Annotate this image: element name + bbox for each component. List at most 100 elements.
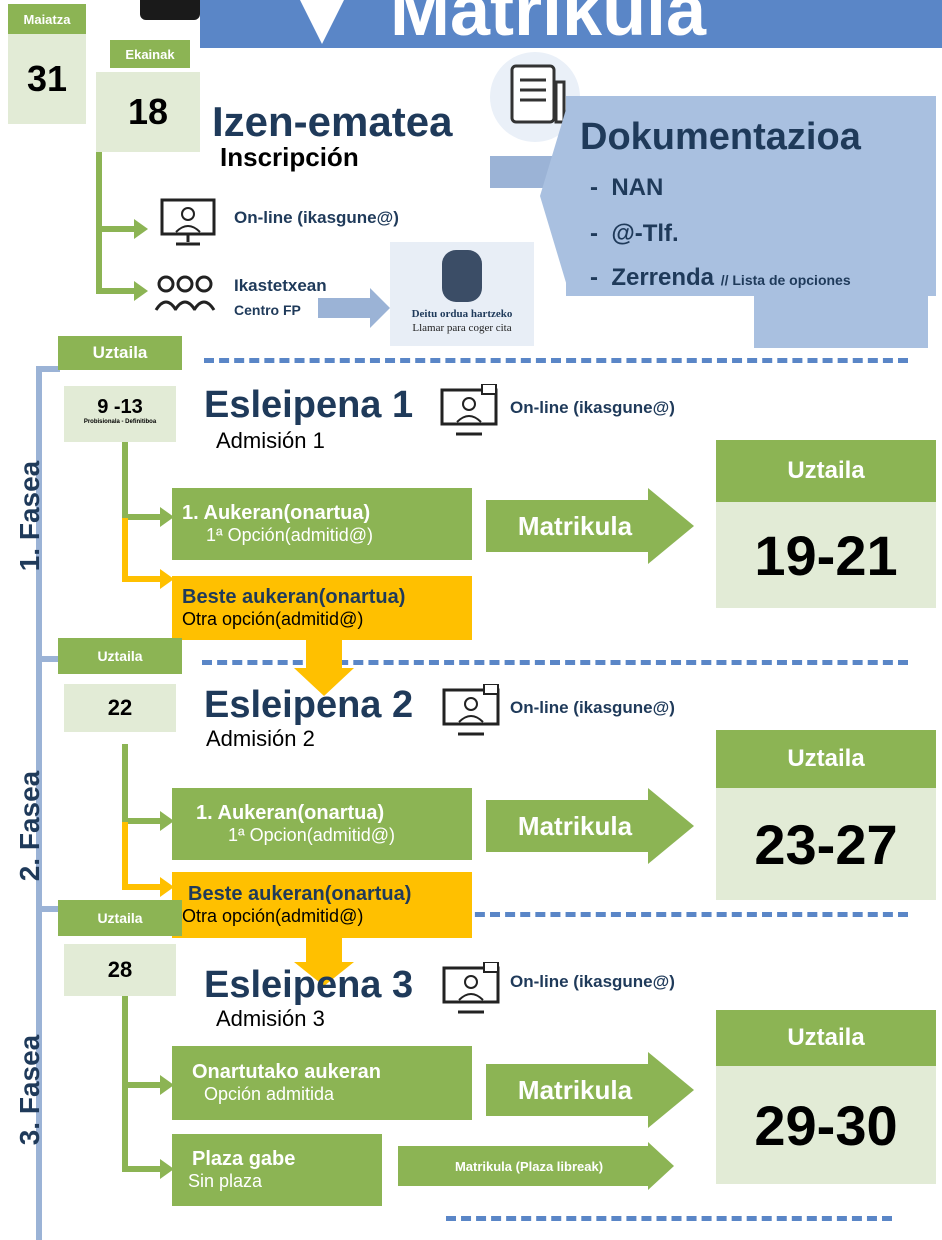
phase2-matrikula-head-icon xyxy=(648,788,694,864)
phase2-label: 2. Fasea xyxy=(14,770,45,882)
phase3-opt2-l2: Sin plaza xyxy=(188,1171,263,1191)
header-logo xyxy=(140,0,200,20)
call-line2: Llamar para coger cita xyxy=(412,322,512,334)
phase1-subtitle: Admisión 1 xyxy=(216,428,325,453)
centro-arrow-head-icon xyxy=(370,288,390,328)
docs-item-3-text: Zerrenda xyxy=(611,264,715,291)
ekainak-day: 18 xyxy=(96,72,200,152)
phase2-option2: Beste aukeran(onartua) Otra opción(admit… xyxy=(172,872,472,938)
phase1-tree-vertical-orange xyxy=(122,518,128,580)
phase2-subtitle: Admisión 2 xyxy=(206,726,315,751)
phase3-opt1-l1: Onartutako aukeran xyxy=(192,1061,381,1083)
phase1-days-note: Probisionala - Definitiboa xyxy=(83,419,157,425)
phase1-arrow1-icon xyxy=(160,507,174,527)
phase1-matrikula-arrow xyxy=(486,500,650,552)
phase1-matrikula-head-icon xyxy=(648,488,694,564)
phase3-matrikula2-arrow xyxy=(398,1146,650,1186)
phase1-tree-branch1 xyxy=(122,514,162,520)
phase3-arrow1-icon xyxy=(160,1075,174,1095)
phase3-subtitle: Admisión 3 xyxy=(216,1006,325,1031)
phase3-title: Esleipena 3 xyxy=(204,964,414,1006)
phase2-matrikula-arrow xyxy=(486,800,650,852)
docs-item-1-text: NAN xyxy=(611,174,664,201)
phase2-days: 22 xyxy=(64,684,176,732)
docs-title: Dokumentazioa xyxy=(580,116,861,158)
phase3-online: On-line (ikasgune@) xyxy=(510,972,675,991)
phase1-matrikula: Matrikula xyxy=(517,510,633,541)
phase1-title: Esleipena 1 xyxy=(204,384,414,426)
docs-item-1: - NAN xyxy=(590,174,664,201)
phase2-down-arrow-head-icon xyxy=(294,962,354,986)
phase1-days: 9 -13 xyxy=(97,396,143,418)
phase2-down-arrow-stem xyxy=(306,938,342,964)
separator-2 xyxy=(202,660,908,665)
docs-item-2: - @-Tlf. xyxy=(590,220,679,247)
phase1-computer-icon xyxy=(438,383,500,445)
phase3-matrikula2-head-icon xyxy=(648,1142,674,1190)
phase2-arrow2-icon xyxy=(160,877,174,897)
headset-icon xyxy=(442,250,482,302)
phase2-online: On-line (ikasgune@) xyxy=(510,698,675,717)
phase3-month: Uztaila xyxy=(58,900,182,936)
header-chevron-icon xyxy=(300,0,344,44)
phase3-days: 28 xyxy=(64,944,176,996)
ekainak-label: Ekainak xyxy=(110,40,190,68)
phase2-tree-branch1 xyxy=(122,818,162,824)
phase2-tree-branch2 xyxy=(122,884,162,890)
centro-arrow xyxy=(318,298,372,318)
phase1-result-month: Uztaila xyxy=(716,440,936,502)
docs-down-arrow xyxy=(754,296,928,348)
phase1-result-days: 19-21 xyxy=(716,502,936,608)
docs-item-3: - Zerrenda // Lista de opciones xyxy=(590,264,851,291)
phase3-matrikula-head-icon xyxy=(648,1052,694,1128)
phase3-bracket-top xyxy=(36,906,60,912)
separator-3 xyxy=(218,912,908,917)
docs-box-point xyxy=(540,96,570,296)
phase1-online: On-line (ikasgune@) xyxy=(510,398,675,417)
phase3-result-days: 29-30 xyxy=(716,1066,936,1184)
header-title: Matrikula xyxy=(390,0,707,51)
phase3-tree-branch1 xyxy=(122,1082,162,1088)
people-icon xyxy=(152,268,218,319)
separator-1 xyxy=(204,358,908,363)
izen-arrow2-icon xyxy=(134,281,148,301)
phase2-opt1-l1: 1. Aukeran(onartua) xyxy=(196,802,385,824)
phase1-down-arrow-stem xyxy=(306,640,342,670)
phase3-computer-icon xyxy=(440,961,502,1023)
phase2-tree-vertical xyxy=(122,744,128,822)
phase1-opt1-l2: 1ª Opción(admitid@) xyxy=(206,525,373,545)
phase3-result-month: Uztaila xyxy=(716,1010,936,1066)
phase2-arrow1-icon xyxy=(160,811,174,831)
phase3-arrow2-icon xyxy=(160,1159,174,1179)
phase2-result-days: 23-27 xyxy=(716,788,936,900)
izen-online: On-line (ikasgune@) xyxy=(234,208,399,227)
phase-bracket-line xyxy=(36,366,42,1240)
phase2-computer-icon xyxy=(440,683,502,745)
phase1-tree-branch2 xyxy=(122,576,162,582)
maiatza-day: 31 xyxy=(8,34,86,124)
maiatza-label: Maiatza xyxy=(8,4,86,34)
call-line1: Deitu ordua hartzeko xyxy=(411,308,513,320)
izen-ikastetxe: Ikastetxean xyxy=(234,276,327,295)
phase2-tree-vertical-orange xyxy=(122,822,128,888)
phase1-down-arrow-head-icon xyxy=(294,668,354,696)
izen-centro: Centro FP xyxy=(234,302,301,318)
phase2-month: Uztaila xyxy=(58,638,182,674)
phase1-opt2-l1: Beste aukeran(onartua) xyxy=(182,586,406,608)
phase3-matrikula-arrow xyxy=(486,1064,650,1116)
phase1-option1: 1. Aukeran(onartua) 1ª Opción(admitid@) xyxy=(172,488,472,560)
phase2-result-month: Uztaila xyxy=(716,730,936,788)
computer-icon xyxy=(158,196,218,256)
izen-tree-branch1 xyxy=(96,226,136,232)
phase1-opt1-l1: 1. Aukeran(onartua) xyxy=(182,502,371,524)
izen-arrow1-icon xyxy=(134,219,148,239)
phase3-label: 3. Fasea xyxy=(14,1034,45,1146)
separator-4 xyxy=(446,1216,892,1221)
phase1-label: 1. Fasea xyxy=(14,460,45,572)
izen-title: Izen-ematea xyxy=(212,98,453,145)
docs-item-2-text: @-Tlf. xyxy=(611,220,679,247)
phase3-tree-branch2 xyxy=(122,1166,162,1172)
phase2-opt2-l2: Otra opción(admitid@) xyxy=(182,906,364,926)
phase1-date-box: 9 -13 Probisionala - Definitiboa xyxy=(64,386,176,442)
docs-box xyxy=(566,96,936,296)
